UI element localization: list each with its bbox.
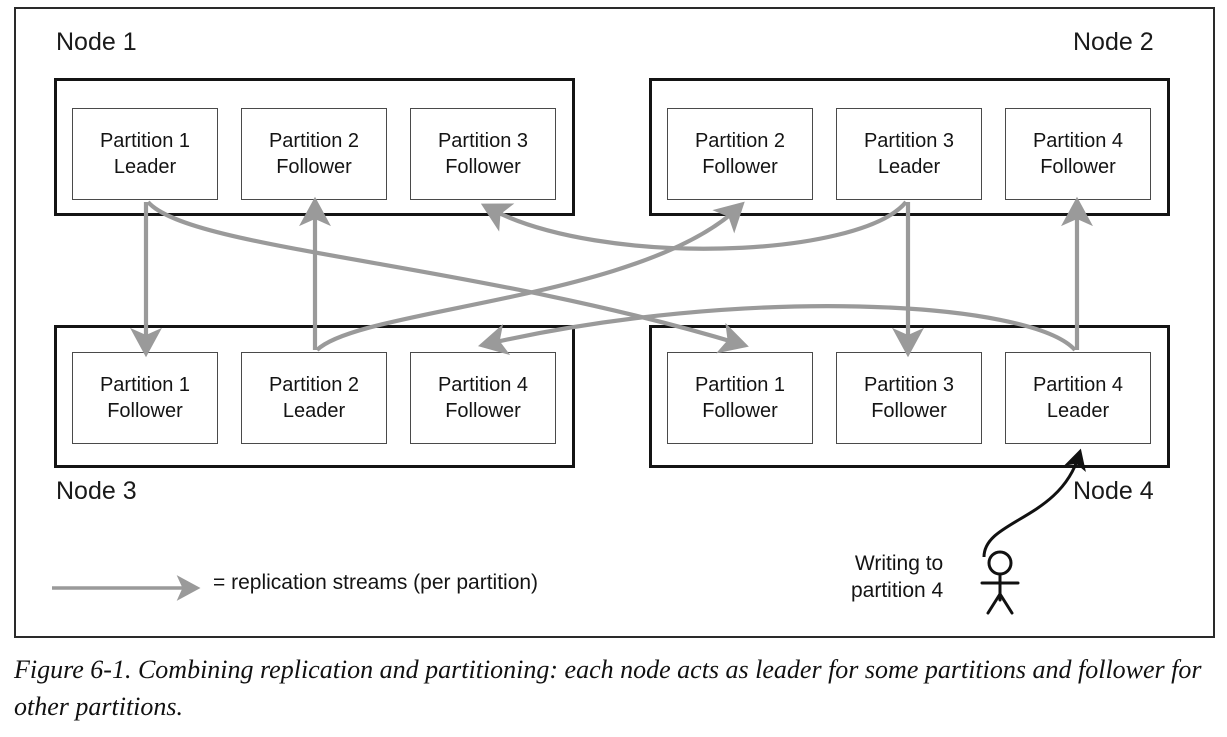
partition-role: Leader (113, 156, 177, 178)
node-1-partition-2[interactable]: Partition 2 Follower (241, 108, 387, 200)
node-2-partition-3[interactable]: Partition 3 Leader (836, 108, 982, 200)
node-2-partition-4[interactable]: Partition 4 Follower (1005, 108, 1151, 200)
partition-name: Partition 4 (1032, 373, 1124, 396)
partition-name: Partition 2 (268, 373, 360, 396)
partition-role: Follower (1040, 156, 1116, 178)
node-3-partition-4[interactable]: Partition 4 Follower (410, 352, 556, 444)
legend-label: = replication streams (per partition) (213, 571, 539, 594)
writer-annotation: Writing to partition 4 (851, 551, 943, 605)
node-3-partition-1[interactable]: Partition 1 Follower (72, 352, 218, 444)
partition-role: Follower (445, 156, 521, 178)
partition-name: Partition 4 (1032, 129, 1124, 152)
partition-name: Partition 4 (437, 373, 529, 396)
node-1-partition-1[interactable]: Partition 1 Leader (72, 108, 218, 200)
writer-line-1: Writing to (854, 552, 944, 575)
partition-role: Leader (282, 400, 346, 422)
partition-name: Partition 2 (694, 129, 786, 152)
partition-role: Follower (871, 400, 947, 422)
partition-name: Partition 1 (99, 129, 191, 152)
partition-name: Partition 1 (99, 373, 191, 396)
node-3-partition-2[interactable]: Partition 2 Leader (241, 352, 387, 444)
partition-name: Partition 3 (863, 373, 955, 396)
node-4-partition-3[interactable]: Partition 3 Follower (836, 352, 982, 444)
partition-role: Follower (276, 156, 352, 178)
partition-role: Follower (107, 400, 183, 422)
partition-role: Leader (1046, 400, 1110, 422)
node-2-partition-2[interactable]: Partition 2 Follower (667, 108, 813, 200)
partition-name: Partition 3 (863, 129, 955, 152)
partition-role: Follower (702, 400, 778, 422)
figure-caption: Figure 6-1. Combining replication and pa… (14, 655, 1202, 721)
partition-role: Follower (702, 156, 778, 178)
node-1-partition-3[interactable]: Partition 3 Follower (410, 108, 556, 200)
node-4-partition-4[interactable]: Partition 4 Leader (1005, 352, 1151, 444)
node-2-label: Node 2 (1073, 28, 1154, 56)
writer-line-2: partition 4 (851, 578, 944, 602)
partition-name: Partition 1 (694, 373, 786, 396)
partition-role: Leader (877, 156, 941, 178)
node-3-label: Node 3 (56, 477, 137, 505)
partition-role: Follower (445, 400, 521, 422)
partition-name: Partition 2 (268, 129, 360, 152)
node-1-label: Node 1 (56, 28, 137, 56)
partition-name: Partition 3 (437, 129, 529, 152)
node-4-partition-1[interactable]: Partition 1 Follower (667, 352, 813, 444)
node-4-label: Node 4 (1073, 477, 1154, 505)
